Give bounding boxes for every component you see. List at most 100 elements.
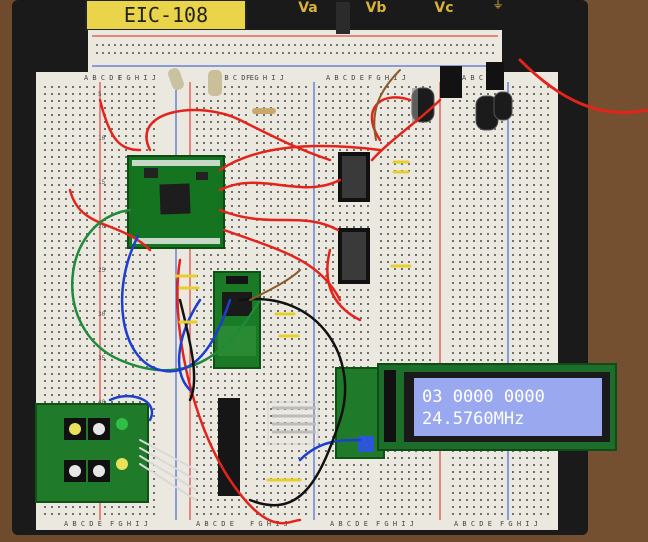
column-letters-top-1: A B C D E	[84, 74, 122, 82]
breadboard-hole	[512, 513, 514, 515]
breadboard-hole	[270, 86, 272, 88]
breadboard-hole	[318, 464, 320, 466]
breadboard-hole	[512, 485, 514, 487]
breadboard-hole	[245, 450, 247, 452]
breadboard-hole	[401, 142, 403, 144]
breadboard-hole	[429, 254, 431, 256]
breadboard-hole	[305, 303, 307, 305]
breadboard-hole	[325, 198, 327, 200]
breadboard-hole	[540, 275, 542, 277]
breadboard-hole	[238, 219, 240, 221]
breadboard-hole	[459, 219, 461, 221]
breadboard-hole	[93, 86, 95, 88]
breadboard-hole	[298, 163, 300, 165]
breadboard-hole	[501, 156, 503, 158]
breadboard-hole	[353, 338, 355, 340]
breadboard-hole	[325, 338, 327, 340]
breadboard-hole	[72, 387, 74, 389]
breadboard-hole	[429, 303, 431, 305]
breadboard-hole	[284, 170, 286, 172]
breadboard-hole	[429, 282, 431, 284]
breadboard-hole	[86, 373, 88, 375]
breadboard-hole	[277, 261, 279, 263]
breadboard-hole	[380, 205, 382, 207]
breadboard-hole	[305, 471, 307, 473]
breadboard-hole	[387, 478, 389, 480]
breadboard-hole	[305, 86, 307, 88]
breadboard-hole	[224, 261, 226, 263]
breadboard-hole	[512, 163, 514, 165]
rail-hole	[396, 44, 398, 46]
breadboard-hole	[210, 338, 212, 340]
breadboard-hole	[125, 317, 127, 319]
breadboard-hole	[526, 471, 528, 473]
breadboard-hole	[93, 303, 95, 305]
breadboard-hole	[380, 485, 382, 487]
breadboard-hole	[394, 261, 396, 263]
breadboard-hole	[387, 184, 389, 186]
breadboard-hole	[72, 219, 74, 221]
breadboard-hole	[494, 331, 496, 333]
breadboard-hole	[367, 499, 369, 501]
breadboard-hole	[452, 324, 454, 326]
breadboard-hole	[408, 191, 410, 193]
breadboard-hole	[339, 226, 341, 228]
red-wire	[370, 98, 442, 162]
breadboard-hole	[203, 415, 205, 417]
breadboard-hole	[429, 261, 431, 263]
breadboard-hole	[270, 163, 272, 165]
breadboard-hole	[501, 198, 503, 200]
breadboard-hole	[408, 114, 410, 116]
breadboard-hole	[459, 212, 461, 214]
rail-hole	[372, 52, 374, 54]
rail-hole	[438, 52, 440, 54]
breadboard-hole	[360, 149, 362, 151]
breadboard-hole	[339, 128, 341, 130]
voltage-regulators	[336, 2, 504, 98]
breadboard-hole	[394, 317, 396, 319]
breadboard-hole	[325, 163, 327, 165]
breadboard-hole	[93, 198, 95, 200]
breadboard-hole	[305, 429, 307, 431]
breadboard-hole	[44, 506, 46, 508]
breadboard-hole	[318, 289, 320, 291]
breadboard-hole	[284, 268, 286, 270]
breadboard-hole	[394, 233, 396, 235]
breadboard-hole	[104, 212, 106, 214]
breadboard-hole	[51, 261, 53, 263]
breadboard-hole	[104, 128, 106, 130]
red-wire	[145, 108, 332, 162]
breadboard-hole	[533, 156, 535, 158]
breadboard-hole	[291, 135, 293, 137]
breadboard-hole	[125, 303, 127, 305]
breadboard-hole	[51, 352, 53, 354]
breadboard-hole	[111, 219, 113, 221]
breadboard-hole	[480, 191, 482, 193]
breadboard-hole	[526, 198, 528, 200]
breadboard-hole	[263, 303, 265, 305]
breadboard-hole	[58, 394, 60, 396]
breadboard-hole	[540, 170, 542, 172]
breadboard-hole	[245, 128, 247, 130]
rail-hole	[120, 44, 122, 46]
breadboard-hole	[422, 289, 424, 291]
breadboard-hole	[473, 485, 475, 487]
breadboard-hole	[125, 93, 127, 95]
breadboard-hole	[387, 289, 389, 291]
breadboard-hole	[401, 310, 403, 312]
breadboard-hole	[203, 485, 205, 487]
breadboard-hole	[72, 394, 74, 396]
breadboard-hole	[93, 310, 95, 312]
breadboard-hole	[277, 499, 279, 501]
rail-hole	[336, 52, 338, 54]
breadboard-hole	[480, 499, 482, 501]
breadboard-hole	[263, 373, 265, 375]
breadboard-hole	[217, 149, 219, 151]
breadboard-hole	[325, 212, 327, 214]
breadboard-hole	[298, 114, 300, 116]
breadboard-hole	[429, 499, 431, 501]
breadboard-hole	[353, 303, 355, 305]
breadboard-hole	[224, 373, 226, 375]
breadboard-hole	[501, 331, 503, 333]
breadboard-hole	[256, 464, 258, 466]
